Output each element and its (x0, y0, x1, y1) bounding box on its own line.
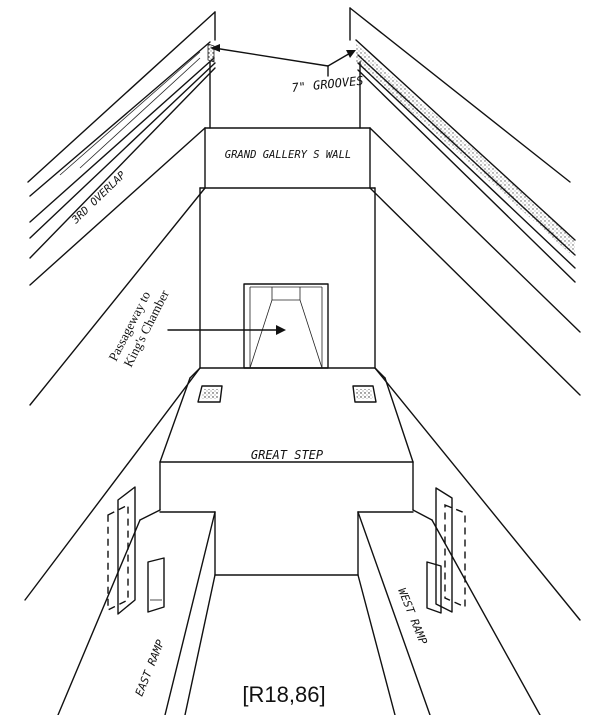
left-wall-corbels (24, 11, 216, 601)
grooves-label: 7" GROOVES (291, 74, 364, 95)
east-ramp-label: EAST RAMP (133, 638, 168, 698)
grooves-annotation (210, 44, 356, 77)
south-wall-label: GRAND GALLERY S WALL (225, 149, 351, 161)
great-step (159, 367, 414, 511)
south-wall (199, 61, 376, 369)
third-overlap-label: 3RD OVERLAP (69, 169, 129, 227)
figure-caption: [R18,86] (242, 682, 325, 707)
step-corner-holes (197, 385, 377, 403)
passageway-opening (243, 283, 329, 369)
great-step-label: GREAT STEP (251, 448, 324, 462)
right-ramp-niches (426, 487, 466, 614)
west-ramp (357, 509, 541, 715)
left-ramp-niches (107, 486, 165, 615)
west-ramp-label: WEST RAMP (395, 586, 430, 646)
left-groove-texture (207, 43, 215, 63)
east-ramp (57, 509, 216, 715)
passageway-arrow (167, 325, 286, 335)
right-ledge-texture (356, 44, 575, 258)
